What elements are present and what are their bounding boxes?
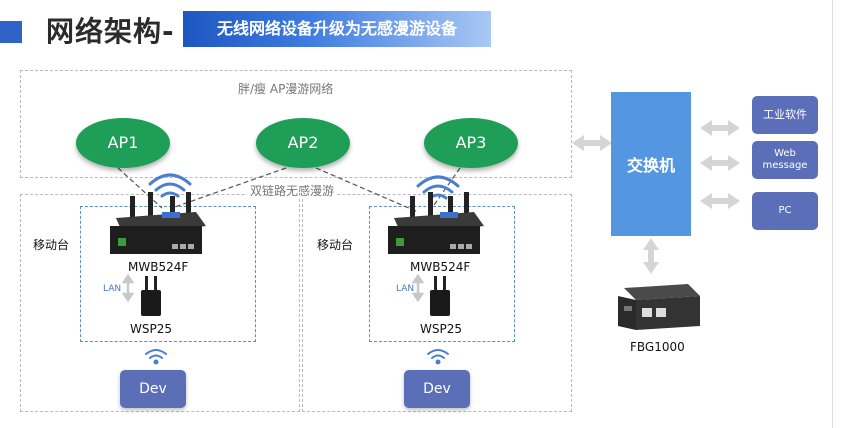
station-device-group-left — [80, 206, 256, 342]
link-ap1-station1 — [117, 167, 163, 209]
title-accent-bar — [0, 21, 22, 43]
lan-label-left: LAN — [103, 284, 122, 294]
page-subtitle: 无线网络设备升级为无感漫游设备 — [183, 11, 491, 47]
arrow-switch-software — [700, 120, 740, 136]
link-ap2-station2 — [315, 167, 419, 213]
router-mwb524f-left — [110, 192, 206, 254]
gateway-fbg1000-device — [618, 284, 700, 330]
router-label-right: MWB524F — [410, 260, 471, 274]
switch-block[interactable]: 交换机 — [611, 92, 691, 236]
client-label-right: WSP25 — [420, 322, 462, 336]
lan-arrow-right — [411, 273, 425, 303]
switch-label: 交换机 — [626, 156, 675, 175]
arrow-switch-gateway — [643, 238, 659, 274]
pc-button[interactable]: PC — [752, 192, 818, 230]
ap-zone-label: 胖/瘦 AP漫游网络 — [238, 82, 334, 96]
industrial-software-button[interactable]: 工业软件 — [752, 96, 818, 134]
mobile-station-label-right: 移动台 — [317, 238, 354, 252]
station-zone-left — [20, 194, 300, 412]
dev-button-left[interactable]: Dev — [120, 370, 186, 408]
router-mwb524f-right — [388, 192, 484, 254]
web-message-button[interactable]: Web message — [752, 141, 818, 179]
lan-arrow-left — [121, 273, 135, 303]
access-point-ap3[interactable]: AP3 — [424, 118, 518, 168]
dev-wifi-icon-right — [427, 349, 449, 365]
right-divider — [832, 0, 833, 428]
wsp25-device-left — [141, 276, 161, 316]
arrow-switch-pc — [700, 193, 740, 209]
lan-label-right: LAN — [396, 284, 415, 294]
wsp25-device-right — [430, 276, 450, 316]
arrow-zone-switch — [572, 135, 612, 151]
mobile-station-label-left: 移动台 — [33, 238, 70, 252]
access-point-ap1[interactable]: AP1 — [76, 118, 170, 168]
ap-roaming-zone — [20, 70, 572, 178]
arrow-switch-web — [700, 155, 740, 171]
page-title: 网络架构- — [46, 15, 175, 48]
wifi-icon-station1 — [148, 173, 192, 198]
dev-button-right[interactable]: Dev — [404, 370, 470, 408]
dev-wifi-icon-left — [145, 349, 167, 365]
access-point-ap2[interactable]: AP2 — [256, 118, 350, 168]
client-label-left: WSP25 — [130, 322, 172, 336]
dual-link-label: 双链路无感漫游 — [247, 182, 338, 199]
station-device-group-right — [369, 206, 515, 342]
gateway-label: FBG1000 — [630, 340, 685, 354]
wifi-icon-station2 — [416, 175, 460, 200]
router-label-left: MWB524F — [128, 260, 189, 274]
